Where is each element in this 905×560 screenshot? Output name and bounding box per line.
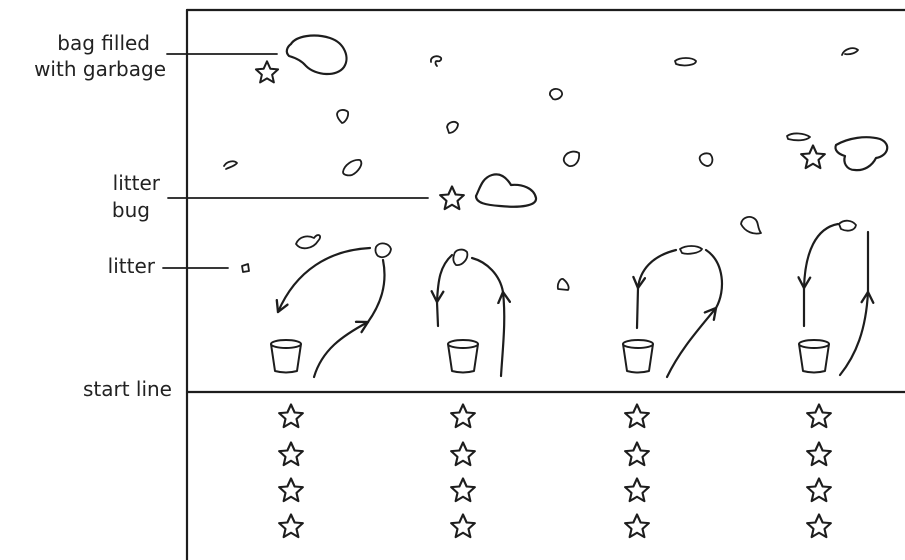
bucket-icon (799, 340, 829, 373)
bucket-icon (623, 340, 653, 373)
label-bag-line1: bag filled (57, 31, 150, 55)
litter-bug-star-icon (801, 146, 825, 169)
label-litter-bug-line2: bug (112, 198, 150, 222)
player-star-icon (451, 515, 475, 538)
litter-scrap-icon (343, 160, 361, 175)
garbage-bag-icon (476, 174, 536, 206)
litter-scrap-icon (741, 217, 761, 234)
player-star-icon (807, 515, 831, 538)
litter-scrap-icon (680, 246, 702, 254)
litter-bug-star-icon (440, 187, 464, 210)
litter-scrap-icon (700, 153, 713, 166)
bucket-icon (271, 340, 301, 373)
litter-scrap-icon (787, 133, 810, 140)
player-star-icon (279, 515, 303, 538)
litter-scrap-icon (550, 89, 562, 100)
bucket-icon (448, 340, 478, 373)
player-star-icon (625, 479, 649, 502)
team-2-lane (437, 255, 504, 376)
player-star-icon (807, 405, 831, 428)
player-star-icon (279, 479, 303, 502)
player-star-icon (451, 479, 475, 502)
player-star-icon (807, 479, 831, 502)
path-return-tail (637, 288, 638, 328)
waiting-players (279, 405, 831, 538)
player-star-icon (625, 443, 649, 466)
litter-scrap-icon (375, 243, 391, 257)
label-bag-line2: with garbage (34, 57, 166, 81)
team-4-lane (799, 224, 868, 375)
player-star-icon (279, 443, 303, 466)
player-star-icon (451, 405, 475, 428)
label-start-line: start line (83, 377, 172, 401)
player-star-icon (451, 443, 475, 466)
label-litter: litter (108, 254, 156, 278)
path-return-arrow (638, 250, 676, 288)
player-star-icon (279, 405, 303, 428)
path-up-continuation (706, 250, 722, 308)
litter-scrap-icon (453, 250, 467, 265)
player-star-icon (807, 443, 831, 466)
path-out-arrow (840, 292, 868, 375)
team-3-lane (623, 250, 722, 377)
litter-scrap-icon (296, 235, 320, 248)
path-return-tail (437, 302, 438, 326)
litter-scrap-icon (337, 110, 348, 123)
path-up-continuation (368, 260, 385, 322)
player-star-icon (625, 405, 649, 428)
litter-scattered (224, 48, 858, 290)
litter-scrap-icon (675, 58, 696, 65)
path-out-arrow (314, 322, 368, 377)
litter-scrap-icon (431, 56, 441, 66)
litter-scrap-icon (447, 122, 458, 133)
garbage-bag-icon (835, 137, 887, 170)
litter-scrap-icon (842, 48, 858, 55)
litter-bug-star-icon (256, 61, 278, 82)
path-out-arrow (501, 292, 504, 376)
path-return-arrow (437, 255, 452, 302)
litter-scrap-icon (242, 264, 249, 272)
path-return-arrow (278, 248, 370, 312)
path-up-continuation (472, 258, 503, 292)
team-1-lane (271, 248, 385, 377)
player-star-icon (625, 515, 649, 538)
litter-scrap-icon (839, 221, 856, 231)
litter-scrap-icon (224, 161, 237, 169)
path-out-arrow (667, 308, 716, 377)
litter-scrap-icon (558, 279, 569, 290)
garbage-bag-icon (287, 36, 347, 74)
label-litter-bug-line1: litter (113, 171, 161, 195)
path-return-arrow (804, 224, 838, 288)
litter-scrap-icon (564, 152, 579, 166)
